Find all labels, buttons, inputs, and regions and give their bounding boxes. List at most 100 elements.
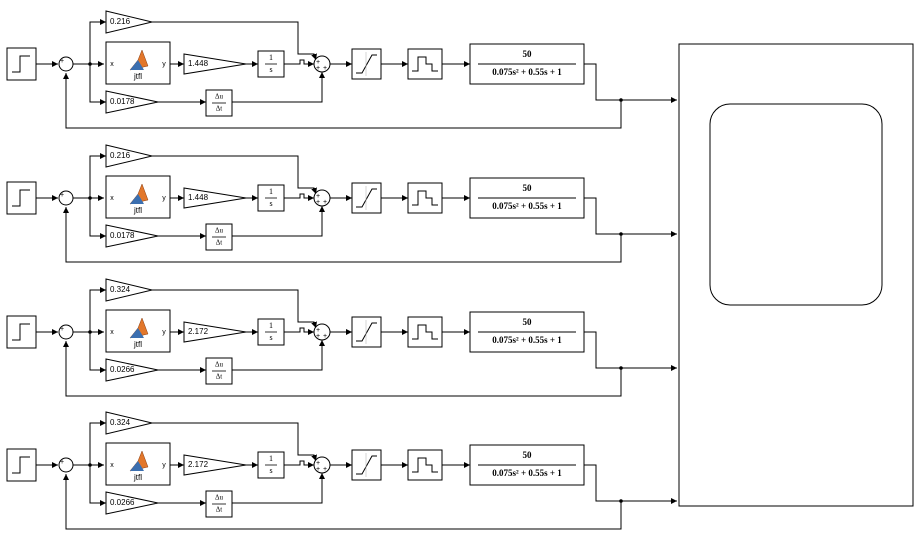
gain-kd-value: 0.0178: [110, 231, 135, 240]
step-icon: [12, 323, 30, 341]
fuzzy-block-name: jtfl: [133, 473, 142, 482]
gain-kp[interactable]: [105, 144, 153, 168]
tf-denominator: 0.075s² + 0.55s + 1: [492, 468, 562, 478]
gain-kd[interactable]: [105, 358, 159, 382]
gain-kp[interactable]: [105, 10, 153, 34]
sum-plus-sign: +: [60, 459, 64, 466]
fuzzy-input-port: x: [110, 61, 114, 68]
gain-kf[interactable]: [183, 187, 247, 209]
integrator-num: 1: [269, 321, 273, 330]
saturation-icon: [356, 54, 377, 74]
derivative-num: Δu: [215, 93, 224, 101]
sum-plus-sign: +: [316, 460, 320, 467]
signal-line: [584, 63, 677, 103]
saturation-icon: [356, 322, 377, 342]
sum-plus-sign: +: [316, 327, 320, 334]
gain-kf[interactable]: [183, 53, 247, 75]
signal-line: [152, 155, 317, 195]
step-block[interactable]: [6, 315, 37, 349]
signal-line: [89, 153, 106, 198]
gain-kf-value: 1.448: [188, 59, 209, 68]
zoh-icon: [412, 56, 438, 72]
sum-plus-sign: +: [316, 65, 320, 72]
gain-kd-value: 0.0266: [110, 365, 135, 374]
sum-plus-sign: +: [316, 193, 320, 200]
sum-minus-sign: −: [64, 202, 68, 209]
step-block[interactable]: [6, 47, 37, 81]
integrator-den: s: [269, 65, 272, 74]
sum-minus-sign: −: [64, 336, 68, 343]
zero-order-hold-block[interactable]: [407, 182, 443, 214]
sum-plus-sign: +: [316, 199, 320, 206]
gain-kd-value: 0.0178: [110, 97, 135, 106]
zero-order-hold-block[interactable]: [407, 316, 443, 348]
signal-line: [152, 422, 317, 462]
signal-line: [284, 59, 314, 67]
zoh-icon: [412, 324, 438, 340]
sum-plus-sign: +: [323, 466, 327, 473]
derivative-num: Δu: [215, 494, 224, 502]
signal-line: [232, 473, 325, 504]
sum-minus-sign: −: [64, 68, 68, 75]
signal-line: [89, 64, 106, 105]
derivative-den: Δt: [216, 373, 223, 381]
gain-kf[interactable]: [183, 454, 247, 476]
derivative-den: Δt: [216, 105, 223, 113]
derivative-num: Δu: [215, 361, 224, 369]
integrator-den: s: [269, 333, 272, 342]
integrator-num: 1: [269, 454, 273, 463]
signal-line: [89, 19, 106, 64]
step-block[interactable]: [6, 448, 37, 482]
gain-kd-value: 0.0266: [110, 498, 135, 507]
signal-line: [89, 465, 106, 506]
gain-kp-value: 0.216: [110, 151, 131, 160]
zoh-icon: [412, 457, 438, 473]
feedback-line: [63, 73, 622, 129]
tf-denominator: 0.075s² + 0.55s + 1: [492, 201, 562, 211]
gain-kd[interactable]: [105, 90, 159, 114]
signal-line: [284, 193, 314, 201]
tf-denominator: 0.075s² + 0.55s + 1: [492, 335, 562, 345]
signal-line: [232, 72, 325, 103]
integrator-num: 1: [269, 187, 273, 196]
gain-kd[interactable]: [105, 491, 159, 515]
gain-kf-value: 2.172: [188, 327, 209, 336]
gain-kp[interactable]: [105, 411, 153, 435]
saturation-icon: [356, 188, 377, 208]
zero-order-hold-block[interactable]: [407, 449, 443, 481]
signal-line: [232, 340, 325, 371]
derivative-den: Δt: [216, 506, 223, 514]
sum-plus-sign: +: [60, 326, 64, 333]
gain-kd[interactable]: [105, 224, 159, 248]
zero-order-hold-block[interactable]: [407, 48, 443, 80]
fuzzy-output-port: y: [162, 462, 166, 469]
step-block[interactable]: [6, 181, 37, 215]
signal-line: [284, 327, 314, 335]
signal-line: [584, 331, 677, 371]
fuzzy-input-port: x: [110, 462, 114, 469]
signal-line: [284, 460, 314, 468]
sum-plus-sign: +: [316, 333, 320, 340]
sum-plus-sign: +: [323, 333, 327, 340]
step-icon: [12, 456, 30, 474]
signal-line: [584, 197, 677, 237]
fuzzy-output-port: y: [162, 195, 166, 202]
sum-plus-sign: +: [316, 59, 320, 66]
tf-numerator: 50: [523, 183, 533, 193]
signal-line: [89, 198, 106, 239]
saturation-icon: [356, 455, 377, 475]
sum-plus-sign: +: [316, 466, 320, 473]
scope-block[interactable]: [678, 43, 914, 507]
signal-line: [89, 287, 106, 332]
fuzzy-output-port: y: [162, 329, 166, 336]
tf-numerator: 50: [523, 450, 533, 460]
feedback-line: [63, 207, 622, 263]
fuzzy-block-name: jtfl: [133, 206, 142, 215]
sum-plus-sign: +: [323, 199, 327, 206]
integrator-num: 1: [269, 53, 273, 62]
signal-line: [152, 21, 317, 61]
gain-kp[interactable]: [105, 278, 153, 302]
gain-kf[interactable]: [183, 321, 247, 343]
